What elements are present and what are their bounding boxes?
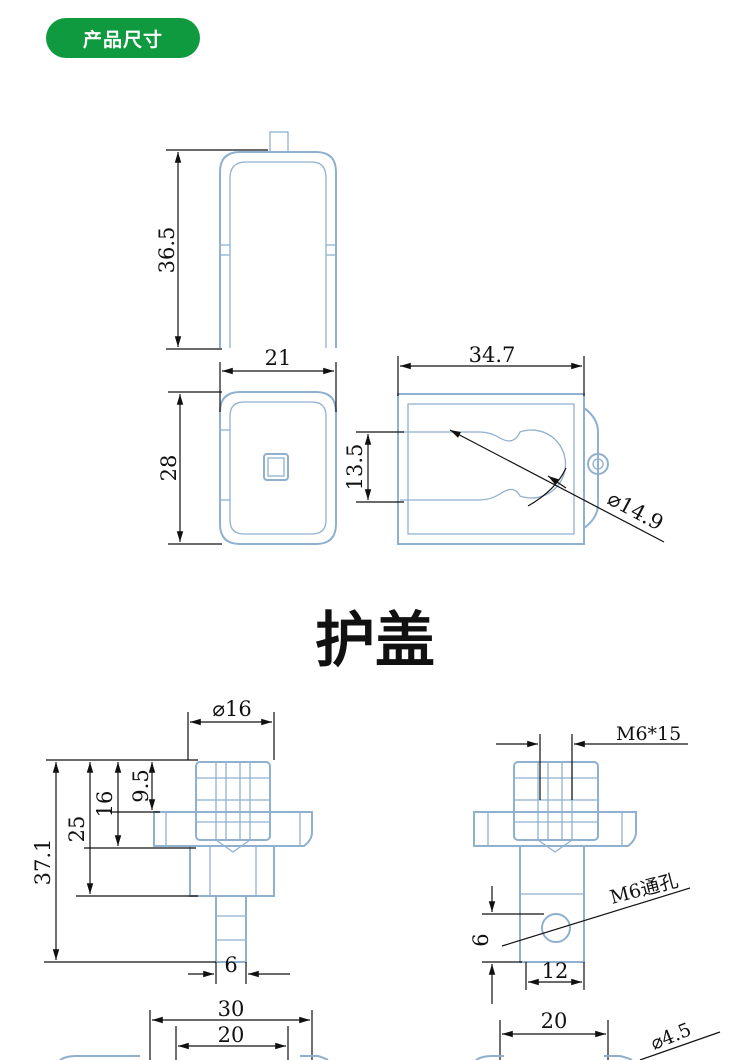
dim-screw-block-width: 12 — [542, 959, 569, 983]
dim-cover-side-length: 34.7 — [469, 343, 516, 367]
screw-left-view — [44, 712, 313, 984]
cover-top-view — [168, 362, 337, 545]
dim-cover-top-height: 28 — [157, 455, 181, 482]
dim-screw-hole-offset: 6 — [469, 933, 493, 946]
cover-side-view — [356, 356, 665, 545]
section-title: 护盖 — [315, 606, 435, 676]
dim-cover-front-height: 36.5 — [155, 227, 179, 274]
dim-screw-thread-spec: M6*15 — [616, 723, 681, 745]
dim-screw-height-25: 25 — [65, 816, 89, 843]
dim-screw-head-diameter: ⌀16 — [212, 697, 251, 721]
dim-cover-side-slot: 13.5 — [343, 444, 367, 491]
dim-screw-pin-width: 6 — [224, 953, 237, 977]
section-header-label: 产品尺寸 — [82, 28, 163, 51]
cover-front-view — [166, 131, 337, 350]
dim-screw-height-16: 16 — [93, 791, 117, 818]
section-header-pill: 产品尺寸 — [46, 18, 200, 58]
dim-base-right-width: 20 — [541, 1009, 568, 1033]
dim-base-outer-width: 30 — [218, 997, 245, 1021]
dim-screw-total-height: 37.1 — [31, 839, 55, 886]
screw-right-view — [473, 734, 691, 1004]
dim-base-inner-width: 20 — [218, 1023, 245, 1047]
dim-cover-top-width: 21 — [265, 346, 292, 370]
dim-screw-height-9-5: 9.5 — [129, 769, 153, 802]
dim-cover-side-diameter: ⌀14.9 — [604, 486, 668, 535]
base-left-view — [59, 1010, 329, 1060]
dim-screw-hole-label: M6通孔 — [608, 870, 681, 909]
